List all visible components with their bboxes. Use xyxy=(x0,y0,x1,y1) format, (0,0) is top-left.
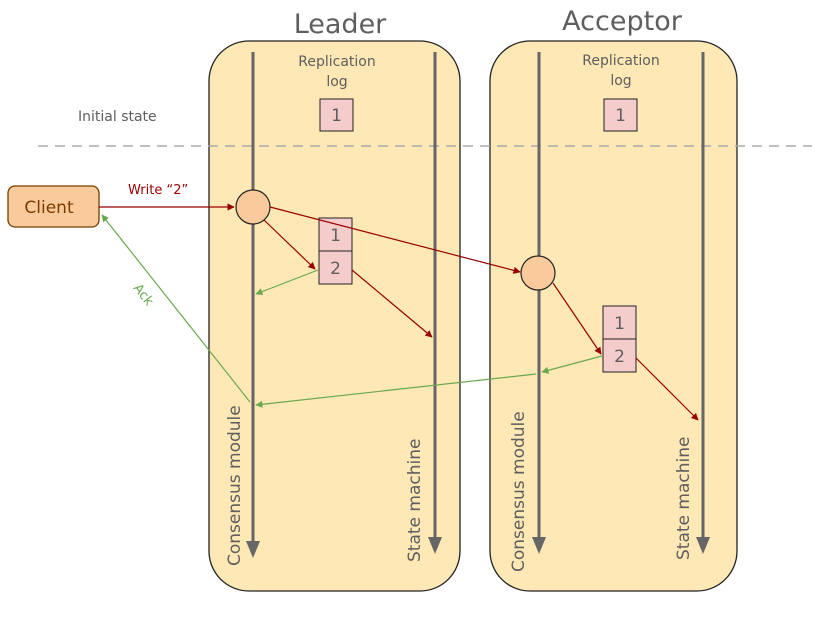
initial-state-label: Initial state xyxy=(78,109,157,125)
leader-consensus-module-label: Consensus module xyxy=(225,405,245,566)
acceptor-event-circle xyxy=(520,255,556,291)
client-ack-label: Ack xyxy=(130,281,156,309)
leader-log-entry-2-value: 2 xyxy=(330,259,341,279)
replicate-arrow xyxy=(269,206,521,274)
acceptor-log-entry-2-box xyxy=(602,338,637,373)
leader-state-machine-label: State machine xyxy=(405,439,425,562)
acceptor-log-entry-1-value: 1 xyxy=(614,314,625,334)
leader-log-label-line2: log xyxy=(326,74,347,90)
leader-log-ack-arrow xyxy=(255,269,319,296)
client-label: Client xyxy=(24,198,74,218)
acceptor-log-entry-1-box xyxy=(602,305,637,340)
leader-log-entry-1-value: 1 xyxy=(330,226,341,246)
leader-event-circle xyxy=(235,189,271,225)
leader-node-box xyxy=(208,40,461,592)
leader-initial-log-value: 1 xyxy=(331,106,342,126)
write-request-label: Write “2” xyxy=(128,183,188,198)
acceptor-state-machine-label: State machine xyxy=(674,437,694,560)
leader-log-label-line1: Replication xyxy=(298,54,375,70)
acceptor-log-label-line2: log xyxy=(610,73,631,89)
leader-log-entry-2-box xyxy=(318,250,353,285)
acceptor-to-leader-ack-arrow xyxy=(255,373,537,408)
leader-initial-log-box xyxy=(319,98,354,132)
leader-consensus-axis-arrowhead xyxy=(246,541,260,558)
client-ack-arrow xyxy=(101,214,251,403)
acceptor-log-ack-arrow xyxy=(541,355,603,374)
leader-apply-arrow xyxy=(351,269,433,338)
acceptor-initial-log-box xyxy=(603,98,638,132)
leader-append-arrow xyxy=(263,219,316,270)
acceptor-log-label-line1: Replication xyxy=(582,53,659,69)
acceptor-state-machine-axis-arrowhead xyxy=(696,537,710,554)
leader-state-machine-axis-arrowhead xyxy=(428,537,442,554)
acceptor-title: Acceptor xyxy=(562,6,683,37)
acceptor-apply-arrow xyxy=(635,357,699,421)
acceptor-initial-log-value: 1 xyxy=(615,106,626,126)
acceptor-consensus-module-label: Consensus module xyxy=(509,411,529,572)
leader-title: Leader xyxy=(294,9,387,40)
acceptor-log-entry-2-value: 2 xyxy=(614,347,625,367)
acceptor-consensus-axis-arrowhead xyxy=(532,537,546,554)
acceptor-append-arrow xyxy=(552,282,602,355)
